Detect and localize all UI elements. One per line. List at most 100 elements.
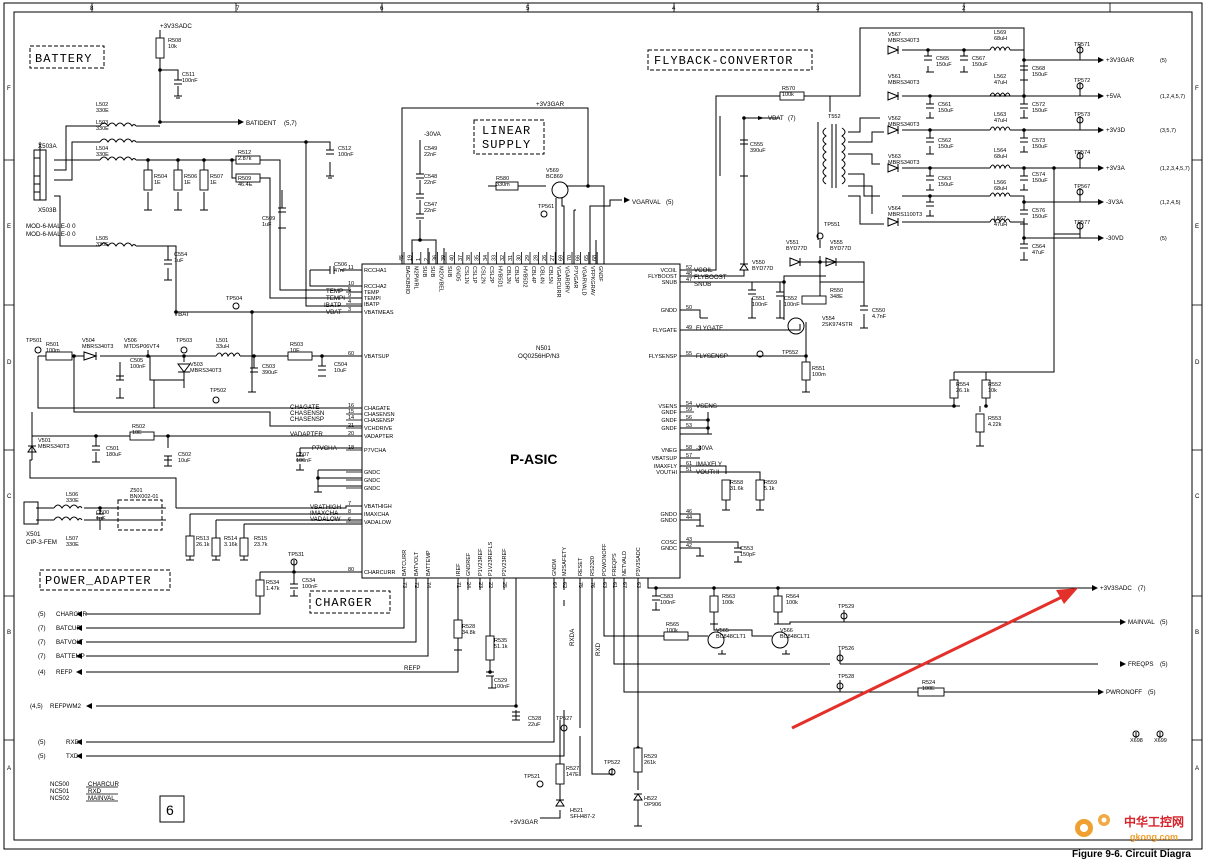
bottom-output-net: PWRONOFF: [1106, 689, 1142, 696]
left-signal-net: TXD: [66, 753, 79, 760]
asic-top-pin-num: 32: [500, 255, 506, 261]
testpoint-label: TP561: [538, 204, 554, 210]
nc-net-1: RXD: [88, 788, 102, 795]
component-ref: C501: [106, 446, 119, 452]
asic-right-pin-name: GNDF: [661, 410, 677, 416]
component-value: MTDSP06VT4: [124, 344, 159, 350]
asic-top-pin-num: 34: [483, 255, 489, 261]
net-p3v3gar: +3V3GAR: [536, 101, 565, 108]
asic-top-pin-name: VGARDRV: [564, 266, 570, 293]
nc-ref-0: NC500: [50, 781, 70, 788]
component-value: 3.16k: [224, 542, 238, 548]
asic-top-pin-name: CSL2N: [480, 266, 486, 284]
output-net-ref: (1,2,4,5): [1160, 200, 1181, 206]
asic-left-pin-num: 7: [348, 501, 351, 507]
component-value: 33uH: [216, 344, 229, 350]
component-ref: C548: [424, 174, 437, 180]
asic-top-pin-name: HVB5D1: [496, 266, 502, 287]
net-ibatp: IBATP: [324, 302, 341, 309]
asic-top-pin-name: CBL4P: [530, 266, 536, 284]
component-ref: R552: [988, 382, 1001, 388]
component-ref: L503: [96, 120, 108, 126]
ruler-col-4: 4: [672, 5, 676, 12]
component-ref: R534: [266, 580, 279, 586]
asic-top-pin-num: 26: [542, 255, 548, 261]
component-value: 180uF: [106, 452, 122, 458]
component-value: 1uF: [262, 222, 272, 228]
ruler-row-a-right: A: [1195, 765, 1200, 772]
asic-right-pin-num: 48: [686, 271, 692, 277]
net-chasensn: CHASENSN: [290, 410, 324, 417]
component-ref: C573: [1032, 138, 1045, 144]
output-testpoint: TP577: [1074, 220, 1090, 226]
component-value: 47uH: [994, 222, 1007, 228]
component-ref: C505: [130, 358, 143, 364]
left-signal-ref: (7): [38, 625, 46, 632]
left-signal-net: BATTEMP: [56, 653, 85, 660]
asic-left-pin-name: CHARCURR: [364, 570, 396, 576]
asic-bottom-pin-name: IREF: [456, 563, 462, 576]
component-value: 150uF: [1032, 214, 1048, 220]
testpoint-label: TP529: [838, 604, 854, 610]
asic-bottom-pin-name: BATVOLT: [414, 551, 420, 576]
output-net-name: -30VD: [1106, 235, 1124, 242]
asic-right-pin-name: VCOIL: [660, 268, 677, 274]
bottom-output-ref: (7): [1138, 585, 1146, 592]
component-ref: C551: [752, 296, 765, 302]
asic-top-pin-name: VFPKGRAV: [589, 266, 595, 296]
bottom-output-net: +3V3SADC: [1100, 585, 1132, 592]
testpoint-label: TP502: [210, 388, 226, 394]
component-value: 46.4E: [238, 182, 253, 188]
component-value: BNX002-01: [130, 494, 158, 500]
component-ref: V551: [786, 240, 799, 246]
asic-left-pin-num: 4: [348, 299, 351, 305]
asic-left-pin-name: VBATSUP: [364, 354, 390, 360]
asic-top-pin-num: 1: [416, 258, 422, 261]
bottom-output-ref: (5): [1160, 661, 1168, 668]
asic-left-pin-name: VADAPTER: [364, 434, 393, 440]
component-value: 100m: [812, 372, 826, 378]
component-ref: R513: [196, 536, 209, 542]
output-net-labels: TP571+3V3GAR(5)TP572+5VA(1,2,4,5,7)TP573…: [1074, 42, 1190, 242]
output-testpoint: TP571: [1074, 42, 1090, 48]
asic-right-pin-num: 44: [686, 515, 692, 521]
component-value: 150pF: [740, 552, 756, 558]
asic-right-pin-name: GNDF: [661, 418, 677, 424]
connector-x503b: X503B: [38, 207, 57, 214]
nc-table: NC500 CHARCUR NC501 RXD NC502 MAINVAL: [50, 781, 119, 802]
asic-right-pin-name: VNEG: [661, 448, 677, 454]
component-ref: C502: [178, 452, 191, 458]
component-value: 2SK974STR: [822, 322, 853, 328]
asic-left-pin-num: 80: [348, 567, 354, 573]
asic-left-pin-name: RCCHA1: [364, 268, 387, 274]
component-value: 150uF: [972, 62, 988, 68]
component-value: 23.7k: [254, 542, 268, 548]
asic-left-pin-num: 3: [348, 307, 351, 313]
component-ref: R502: [132, 424, 145, 430]
bottom-output-ref: (5): [1148, 689, 1156, 696]
asic-top-pin-num: 35: [475, 255, 481, 261]
component-value: 150uF: [938, 108, 954, 114]
asic-right-pin-name: FLYBOOST: [648, 274, 678, 280]
asic-top-pin-num: 19: [407, 255, 413, 261]
net-tempi: TEMPI: [326, 295, 345, 302]
asic-bottom-pin-name: POWONOFF: [602, 543, 608, 576]
asic-right-pin-name: GNDO: [661, 512, 678, 518]
asic-right-pin-num: 56: [686, 415, 692, 421]
asic-top-pin-name: M2OVBEL: [438, 266, 444, 292]
testpoint-label: TP526: [838, 646, 854, 652]
component-value: 100nF: [302, 584, 318, 590]
component-ref: R508: [168, 38, 181, 44]
component-value: 10k: [168, 44, 177, 50]
component-value: 2.87k: [238, 156, 252, 162]
component-ref: C528: [528, 716, 541, 722]
component-ref: R504: [154, 174, 167, 180]
output-testpoint: TP574: [1074, 150, 1090, 156]
component-ref: V567: [888, 32, 901, 38]
asic-left-pin-name: VBATHIGH: [364, 504, 392, 510]
net-chasensp: CHASENSP: [290, 416, 324, 423]
asic-right-pin-num: 59: [686, 407, 692, 413]
component-ref: C512: [338, 146, 351, 152]
component-value: 150uF: [1032, 108, 1048, 114]
component-value: 330E: [66, 542, 79, 548]
